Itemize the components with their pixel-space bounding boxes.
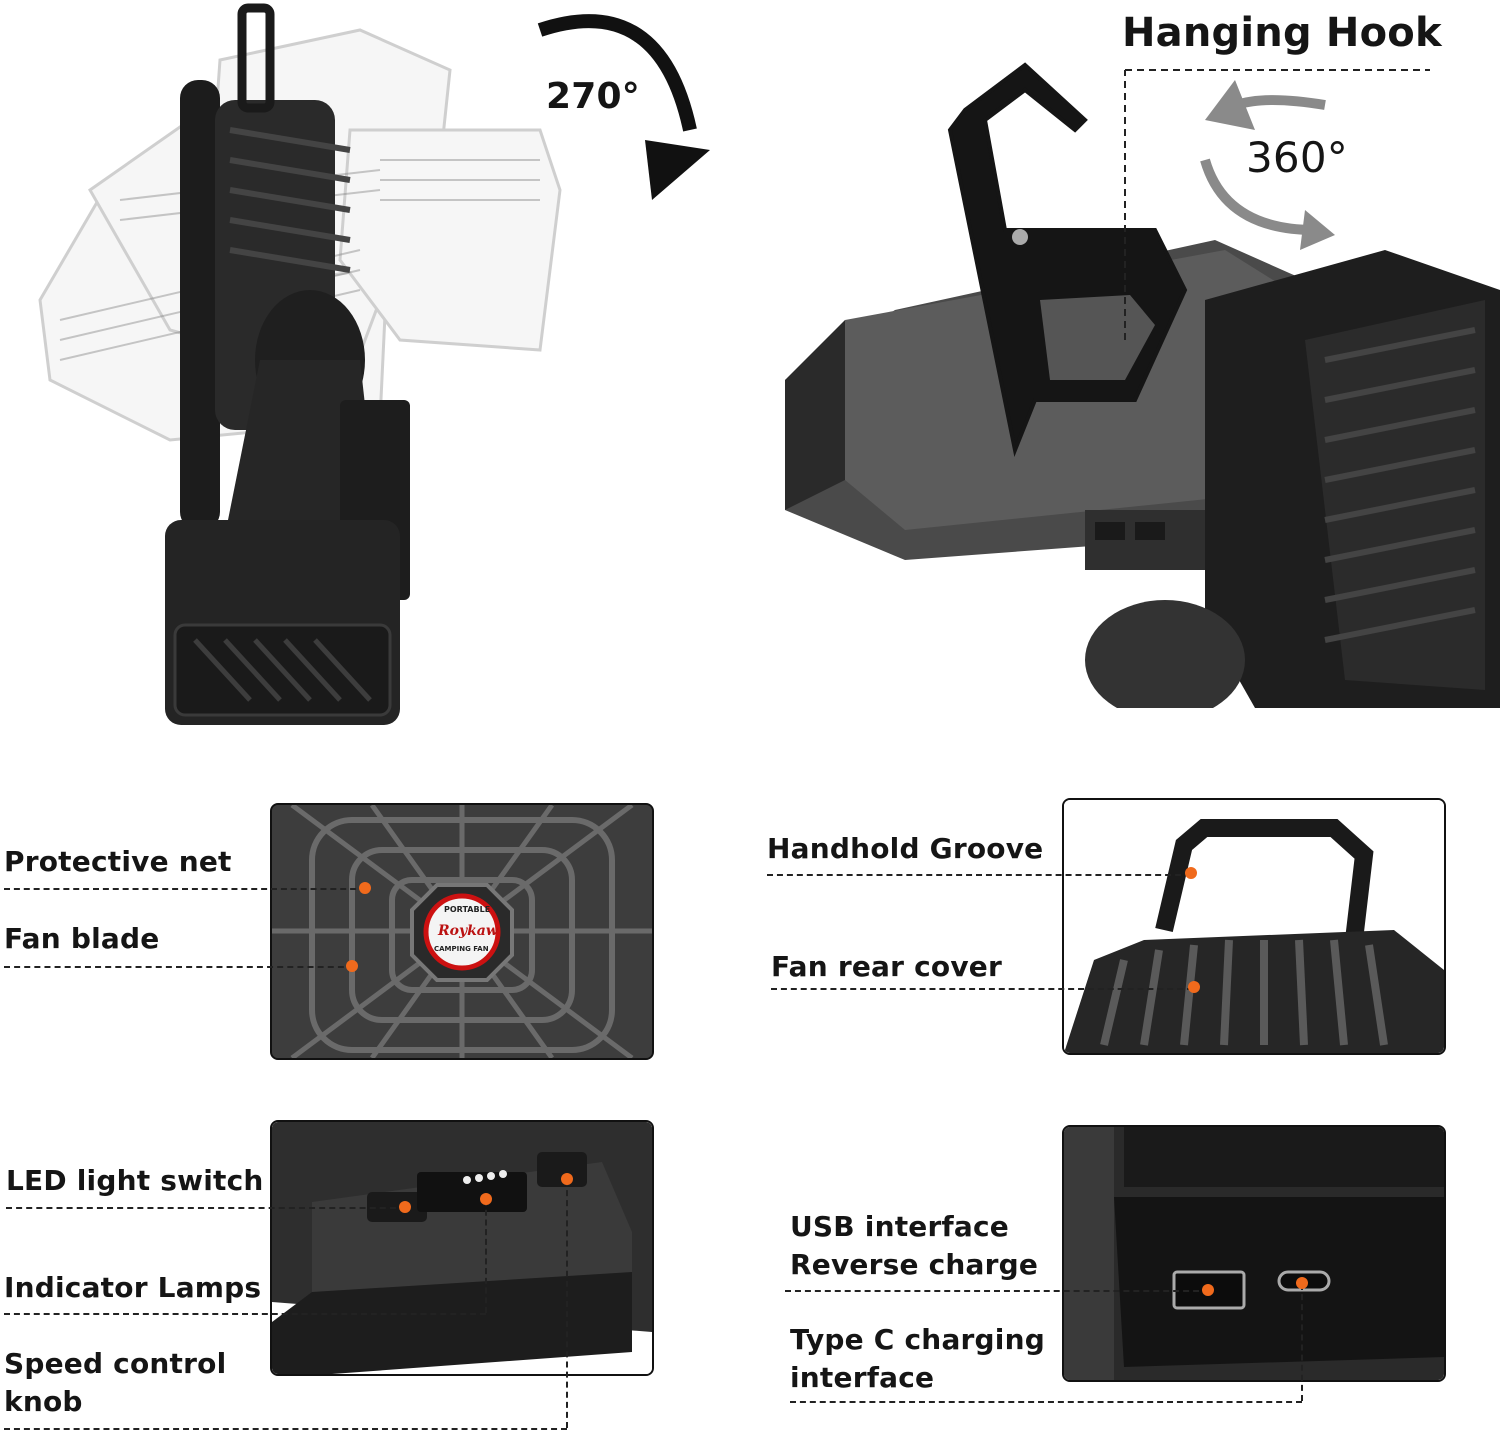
marker-handhold-groove [1185,867,1197,879]
marker-led-switch [399,1201,411,1213]
marker-fan-blade [346,960,358,972]
leader-speed-knob [4,1428,567,1430]
leader-indicator-lamps [4,1313,486,1315]
marker-usb [1202,1284,1214,1296]
label-speed-knob-line1: Speed control [4,1347,227,1380]
hook-rotation-label: 360° [1246,133,1348,182]
label-usb-line2: Reverse charge [790,1248,1039,1281]
marker-fan-rear-cover [1188,981,1200,993]
leader-fan-blade [4,966,354,968]
leader-indicator-lamps-vertical [485,1200,487,1313]
fan-front-panel: Roykaw PORTABLE CAMPING FAN [270,803,654,1060]
logo-text: Roykaw [438,923,498,939]
label-handhold-groove: Handhold Groove [767,832,1044,865]
label-usb-line1: USB interface [790,1210,1009,1243]
leader-usb [785,1290,1209,1292]
label-fan-blade: Fan blade [4,922,160,955]
hanging-hook-title: Hanging Hook [1122,10,1442,56]
leader-typec-vertical [1301,1284,1303,1401]
label-speed-knob-line2: knob [4,1385,83,1418]
leader-led-switch [6,1207,406,1209]
hanging-hook-illustration [785,60,1500,708]
marker-typec [1296,1277,1308,1289]
label-protective-net: Protective net [4,845,232,878]
marker-indicator-lamps [480,1193,492,1205]
logo-top-text: PORTABLE [444,905,491,914]
handle-panel [1062,798,1446,1055]
leader-speed-knob-vertical [566,1180,568,1428]
ports-panel [1062,1125,1446,1382]
leader-typec [790,1401,1302,1403]
label-typec-line1: Type C charging [790,1323,1045,1356]
marker-speed-knob [561,1173,573,1185]
label-led-switch: LED light switch [6,1164,264,1197]
leader-fan-rear-cover [771,988,1193,990]
fan-rotation-illustration [20,0,740,740]
leader-protective-net [4,888,366,890]
rotation-label: 270° [546,76,640,117]
controls-panel [270,1120,654,1376]
label-indicator-lamps: Indicator Lamps [4,1271,262,1304]
marker-protective-net [359,882,371,894]
label-fan-rear-cover: Fan rear cover [771,950,1002,983]
label-typec-line2: interface [790,1361,935,1394]
logo-bottom-text: CAMPING FAN [434,945,489,953]
leader-handhold-groove [767,874,1191,876]
